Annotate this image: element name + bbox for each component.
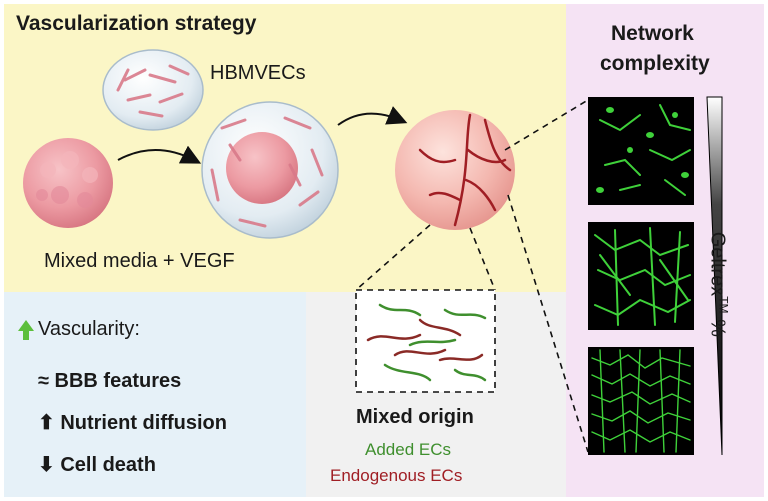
benefit-item-death: ⬇ Cell death [38,452,156,477]
mixed-origin-inset [355,289,496,393]
network-title-line1: Network [611,22,694,45]
benefit-text: Cell death [60,454,156,476]
approx-symbol: ≈ [38,370,49,392]
geltrex-gradient-wedge [706,96,723,456]
media-label: Mixed media + VEGF [44,250,235,272]
trademark-sup: TM [716,296,731,314]
network-title-line2: complexity [600,52,710,75]
network-image-high [588,347,694,455]
network-image-low [588,97,694,205]
down-arrow-icon: ⬇ [38,454,55,476]
added-ecs-label: Added ECs [365,440,451,459]
benefit-item-nutrient: ⬆ Nutrient diffusion [38,410,227,435]
benefit-text: BBB features [54,370,182,392]
hbmvecs-label: HBMVECs [210,62,306,84]
network-image-mid [588,222,694,330]
benefits-panel [4,292,306,497]
endogenous-ecs-label: Endogenous ECs [330,466,463,485]
strategy-title: Vascularization strategy [16,12,257,35]
geltrex-word: Geltrex [706,231,729,297]
arrow-to-droplet [117,145,202,164]
projection-lines [355,99,589,453]
arrow-to-vascularized [337,106,408,126]
mixed-origin-title: Mixed origin [356,406,474,428]
vascularity-heading: Vascularity: [38,318,140,340]
organoid-in-droplet [201,101,339,239]
benefit-text: Nutrient diffusion [60,412,227,434]
organoid-plain [23,138,113,228]
geltrex-axis-label: GeltrexTM % [706,174,731,394]
hbmvec-droplet [102,49,204,131]
benefit-item-bbb: ≈ BBB features [38,370,181,393]
green-up-arrow [18,320,34,340]
vascularized-organoid [395,110,515,230]
up-arrow-icon: ⬆ [38,412,55,434]
percent-unit: % [706,319,729,337]
